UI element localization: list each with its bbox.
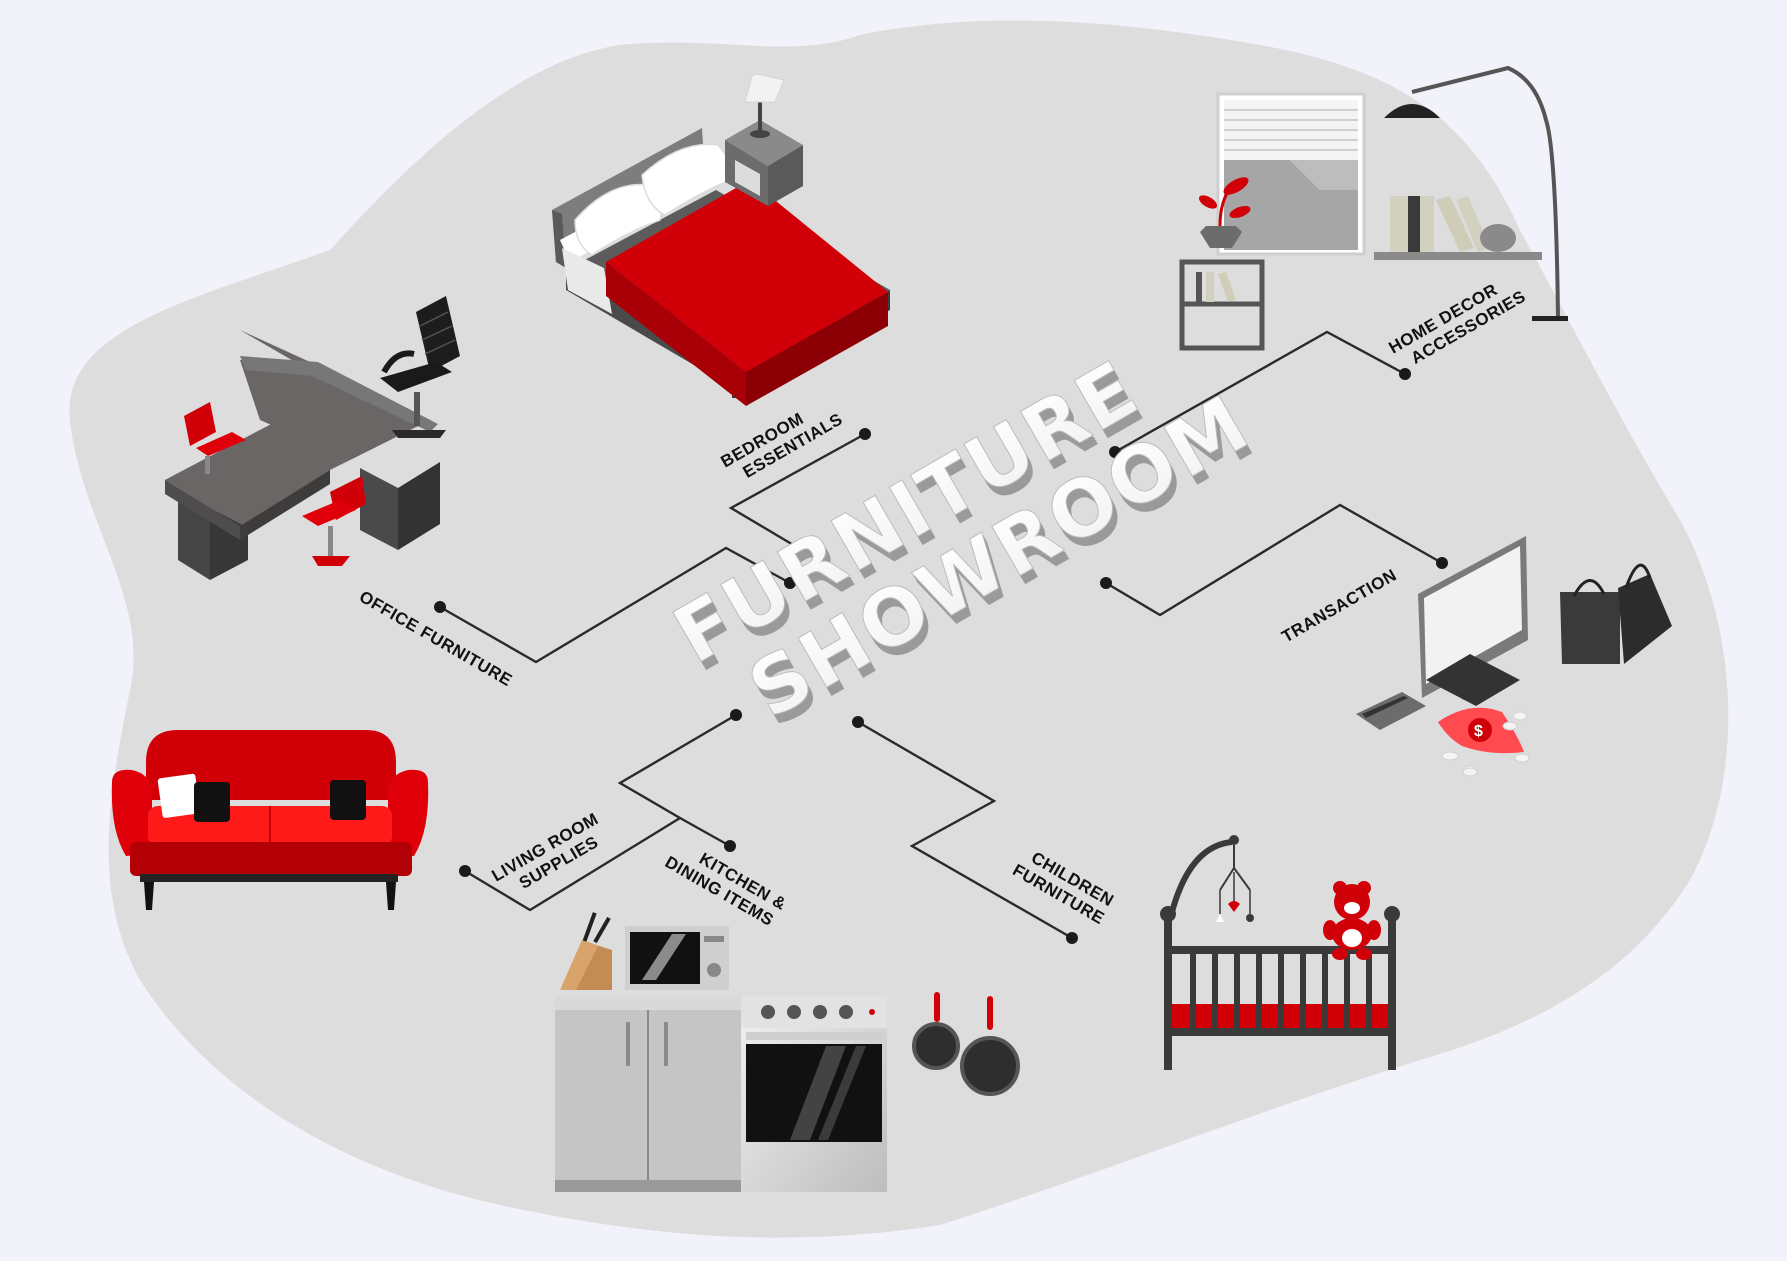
connector-dots	[434, 368, 1448, 944]
money-icon: $	[1438, 707, 1530, 777]
connector-transaction	[1105, 503, 1443, 617]
nightstand-lamp-icon	[725, 73, 803, 206]
background-blob	[69, 20, 1729, 1238]
computer-monitor-icon	[1418, 536, 1528, 706]
office-chair-icon	[380, 296, 460, 438]
baby-crib-icon	[1160, 835, 1400, 1070]
office-desk-icon	[165, 330, 440, 580]
red-chair-icon	[184, 402, 246, 474]
kitchen-set-icon	[555, 912, 1020, 1192]
connector-home-decor	[1114, 330, 1406, 454]
floor-lamp-icon	[1384, 65, 1568, 321]
sofa-icon	[111, 730, 429, 910]
connector-bedroom	[728, 432, 866, 564]
teddy-bear-icon	[1323, 881, 1381, 960]
svg-text:$: $	[1474, 723, 1483, 740]
credit-card-icon	[1356, 692, 1426, 730]
bed-icon	[552, 128, 890, 406]
shopping-bags-icon	[1560, 563, 1672, 664]
connector-children	[857, 720, 1073, 940]
connector-office	[439, 546, 791, 664]
connector-kitchen	[679, 816, 731, 848]
connector-lines	[439, 330, 1443, 940]
home-decor-shelf-icon	[1179, 92, 1542, 351]
red-chair-icon	[302, 476, 366, 566]
